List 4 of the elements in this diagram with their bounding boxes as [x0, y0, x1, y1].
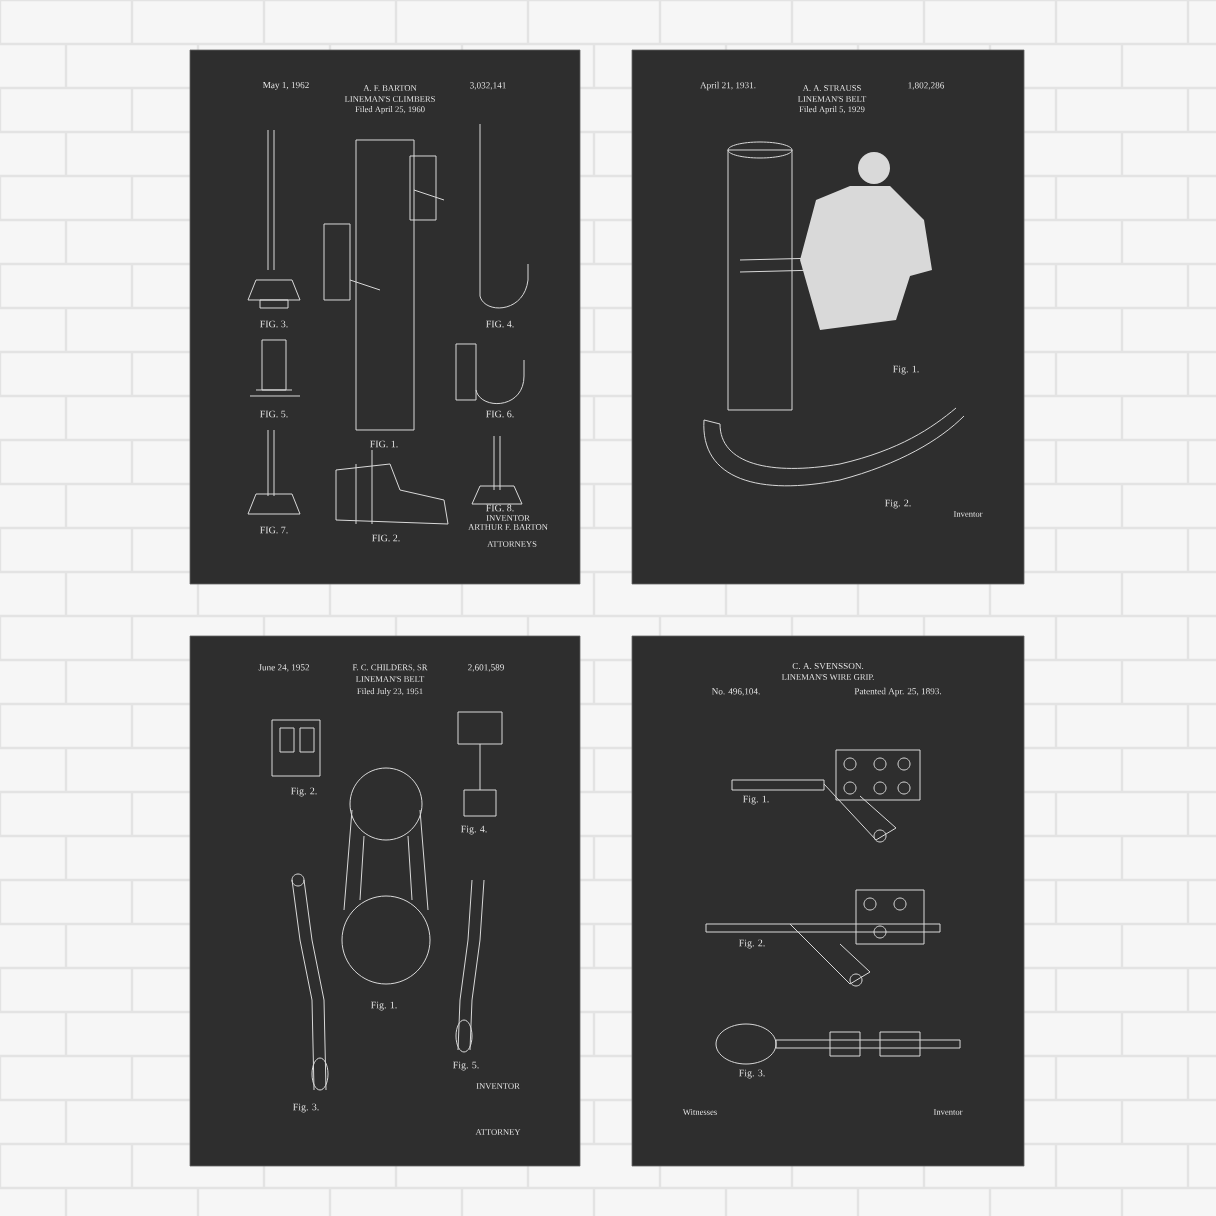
patent-poster: [189, 49, 581, 585]
patent-poster: [631, 49, 1025, 585]
patent-poster: [631, 635, 1025, 1167]
patent-poster: [189, 635, 581, 1167]
